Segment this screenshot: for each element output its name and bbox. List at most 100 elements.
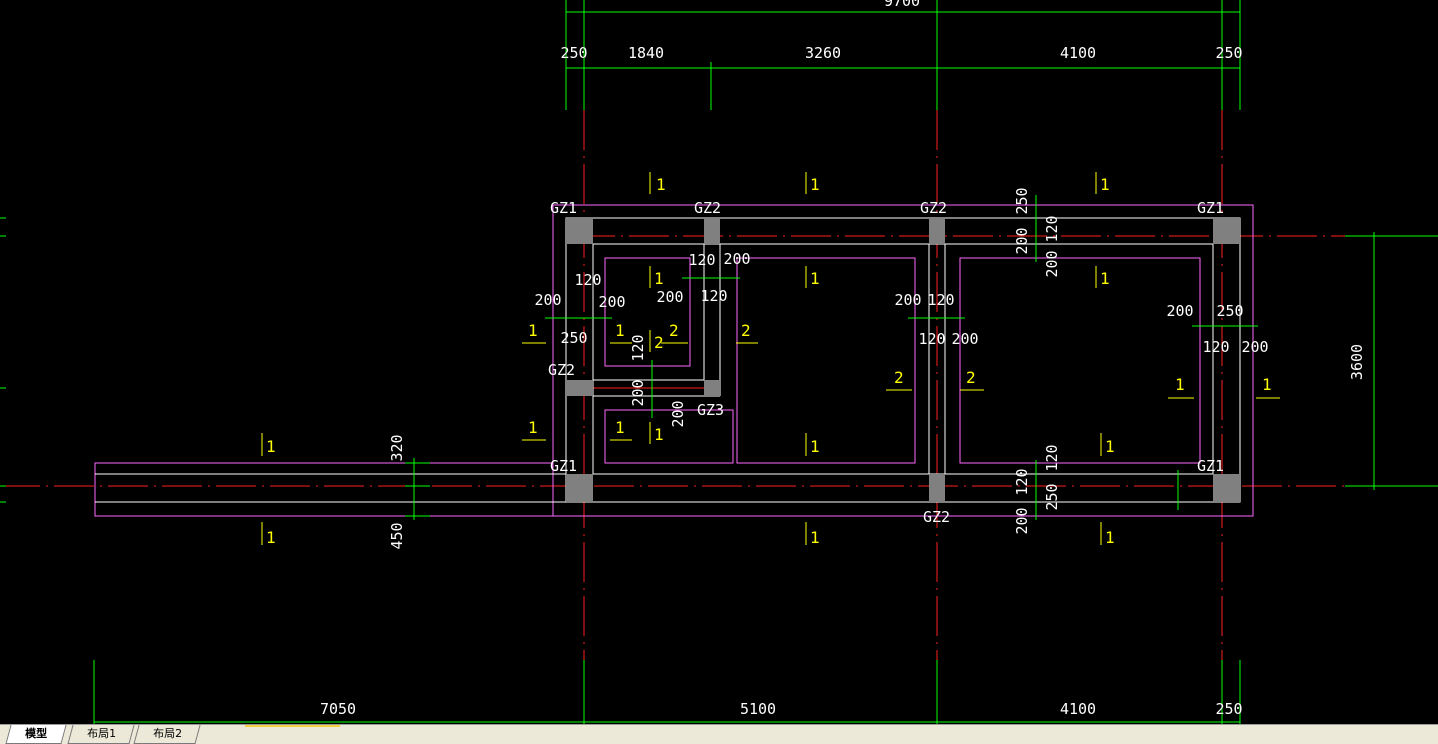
dim-text: 1840 [628,44,664,62]
dim-text: 200 [1043,250,1061,277]
dim-text: 5100 [740,700,776,718]
tab-label: 布局2 [152,727,182,740]
bottom-dimension-text: 7050 5100 4100 250 [320,700,1243,718]
dim-text: 120 [629,334,647,361]
tab-layout1[interactable]: 布局1 [67,725,135,744]
section-label: 1 [1100,175,1110,194]
section-label: 1 [1105,437,1115,456]
column [1213,218,1240,244]
dim-text: 7050 [320,700,356,718]
room-outline [736,257,916,464]
section-label: 1 [1175,375,1185,394]
dim-text: 200 [598,293,625,311]
column-label: GZ1 [1197,199,1224,217]
column [566,474,593,502]
room-outline [604,257,691,367]
walls [95,217,1241,503]
column [704,218,720,244]
dim-text: 250 [560,44,587,62]
section-label: 2 [669,321,679,340]
dim-text: 120 [688,251,715,269]
dim-text: 120 [1043,215,1061,242]
column-label: GZ1 [550,199,577,217]
section-marks: 1 1 1 1 1 2 2 1 1 2 2 1 1 1 2 1 1 1 1 1 … [261,172,1280,547]
canvas-background [0,0,1438,724]
room-outline [959,257,1201,464]
column [566,218,593,244]
dim-text: 4100 [1060,44,1096,62]
top-dimensions [565,0,1241,110]
tab-model[interactable]: 模型 [5,725,67,744]
column-label: GZ2 [920,199,947,217]
dim-text: 120 [1202,338,1229,356]
dim-text: 4100 [1060,700,1096,718]
section-label: 1 [528,418,538,437]
edge-ticks [0,217,6,503]
section-label: 2 [654,333,664,352]
section-label: 1 [654,425,664,444]
column [929,218,945,244]
dim-text: 200 [629,379,647,406]
column-label: GZ2 [923,508,950,526]
tab-label: 布局1 [86,727,116,740]
dim-text: 120 [1043,444,1061,471]
dim-text: 120 [700,287,727,305]
wall-inner [592,243,1214,475]
section-label: 1 [810,528,820,547]
dim-text: 450 [388,522,406,549]
room-outline [604,409,734,464]
dim-text: 200 [951,330,978,348]
dim-text: 200 [894,291,921,309]
dim-text: 250 [1215,44,1242,62]
dim-text: 250 [1216,302,1243,320]
top-dimension-text: 9700 250 1840 3260 4100 250 [560,0,1242,62]
section-label: 2 [741,321,751,340]
dim-text: 120 [918,330,945,348]
dim-text: 120 [1013,468,1031,495]
tab-label: 模型 [25,727,48,740]
cad-drawing-canvas[interactable]: GZ1 GZ2 GZ2 GZ1 GZ2 GZ3 GZ1 GZ2 GZ1 9700… [0,0,1438,724]
dim-text: 120 [574,271,601,289]
section-label: 1 [656,175,666,194]
column [1213,474,1240,502]
dim-text: 200 [534,291,561,309]
layout-tab-bar: 模型 布局1 布局2 [0,724,1438,744]
dim-text: 250 [1013,187,1031,214]
section-label: 1 [1262,375,1272,394]
column-label: GZ1 [550,457,577,475]
outer-outline [552,204,1254,517]
dim-text: 200 [723,250,750,268]
wall-dimension-text: 200 250 120 200 120 200 120 200 200 120 … [534,187,1268,534]
dim-text: 3260 [805,44,841,62]
tab-layout2[interactable]: 布局2 [133,725,201,744]
section-label: 1 [615,321,625,340]
section-label: 1 [266,528,276,547]
corridor-outline [94,462,554,517]
dim-text: 3600 [1348,344,1366,380]
dim-text: 200 [669,400,687,427]
wall-dimension-lines [545,195,1258,520]
dim-text: 200 [1013,227,1031,254]
wall-outer [565,217,1241,503]
section-label: 1 [810,437,820,456]
dim-text-overall: 9700 [884,0,920,10]
section-label: 1 [810,269,820,288]
status-indicator [245,725,340,727]
column-label: GZ2 [548,361,575,379]
section-label: 1 [1105,528,1115,547]
dim-text: 200 [1241,338,1268,356]
section-label: 2 [966,368,976,387]
section-label: 1 [615,418,625,437]
dim-text: 200 [656,288,683,306]
section-label: 1 [266,437,276,456]
column-label: GZ2 [694,199,721,217]
dim-text: 200 [1013,507,1031,534]
column [566,380,593,396]
section-label: 1 [1100,269,1110,288]
section-label: 1 [528,321,538,340]
corridor-dimension [405,458,430,520]
column-labels: GZ1 GZ2 GZ2 GZ1 GZ2 GZ3 GZ1 GZ2 GZ1 [548,199,1224,526]
bottom-dimensions [93,660,1241,724]
right-dimension [1345,232,1438,490]
column [929,474,945,502]
